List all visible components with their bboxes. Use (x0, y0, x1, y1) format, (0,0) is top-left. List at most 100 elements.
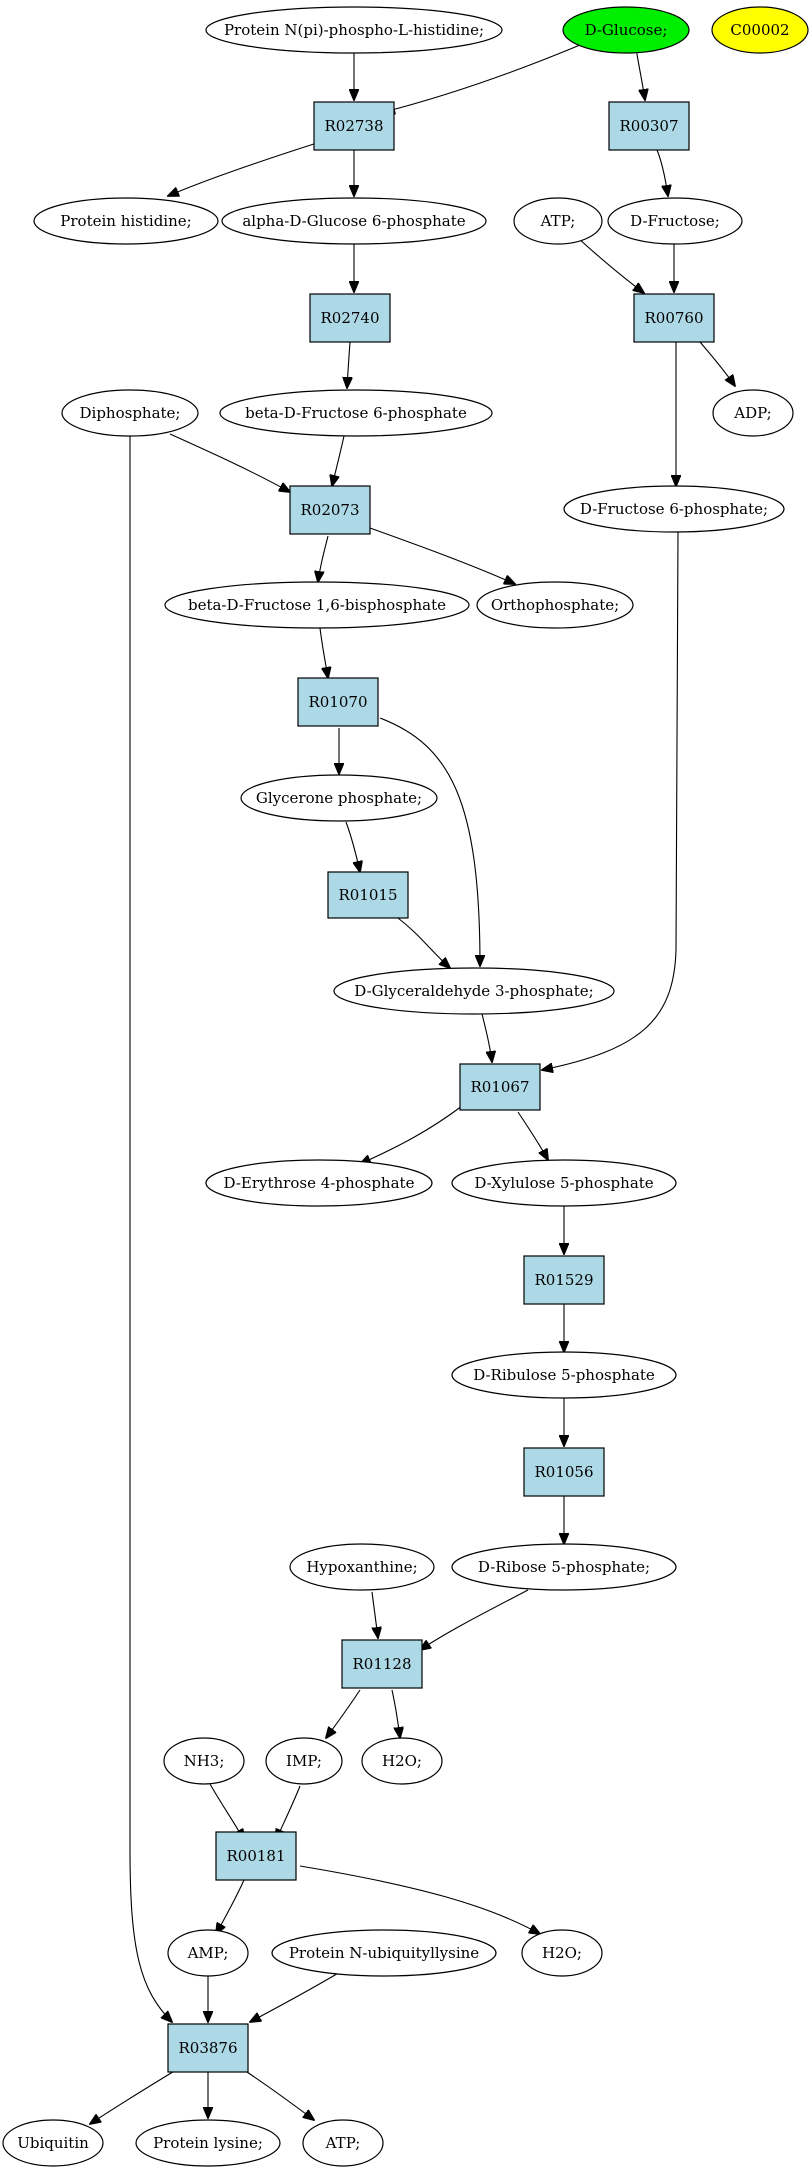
compound-node-atp-bottom[interactable]: ATP; (302, 2119, 384, 2167)
node-shape (562, 6, 690, 54)
edge-protein-n-ubiquityllysine-to-r03876 (250, 1971, 341, 2022)
edge-r01067-to-d-xylulose-5p (517, 1111, 548, 1160)
node-shape (221, 197, 487, 245)
edge-r02738-to-protein-histidine (168, 141, 321, 196)
compound-node-orthophosphate[interactable]: Orthophosphate; (476, 581, 634, 629)
node-label: alpha-D-Glucose 6-phosphate (242, 212, 465, 230)
node-layer: Protein N(pi)-phospho-L-histidine; D-Glu… (2, 6, 809, 2167)
compound-node-d-xylulose-5p[interactable]: D-Xylulose 5-phosphate (451, 1159, 677, 1207)
compound-node-protein-n-pi-phospho[interactable]: Protein N(pi)-phospho-L-histidine; (205, 6, 503, 54)
node-shape (163, 1737, 245, 1785)
reaction-node-r00181[interactable]: R00181 (215, 1831, 297, 1881)
node-label: R00760 (644, 309, 703, 327)
compound-node-d-glyceraldehyde-3p[interactable]: D-Glyceraldehyde 3-phosphate; (333, 967, 615, 1015)
compound-node-diphosphate[interactable]: Diphosphate; (61, 389, 199, 437)
edge-d-glucose-to-r00307 (635, 47, 645, 100)
compound-node-h2o-b[interactable]: H2O; (521, 1929, 603, 1977)
node-shape (451, 1351, 677, 1399)
edge-r01015-to-d-glyceraldehyde-3p (397, 917, 450, 968)
node-label: D-Fructose; (630, 212, 720, 230)
compound-node-beta-d-fructose-6p[interactable]: beta-D-Fructose 6-phosphate (219, 389, 493, 437)
node-label: D-Glucose; (585, 21, 668, 39)
compound-node-glycerone-phosphate[interactable]: Glycerone phosphate; (240, 774, 438, 822)
node-label: NH3; (184, 1752, 225, 1770)
node-label: R01070 (308, 693, 367, 711)
compound-node-d-fructose[interactable]: D-Fructose; (607, 197, 743, 245)
node-label: R01056 (534, 1463, 593, 1481)
reaction-node-r01056[interactable]: R01056 (523, 1447, 605, 1497)
edge-r03876-to-ubiquitin (90, 2069, 177, 2124)
reaction-node-r02740[interactable]: R02740 (309, 293, 391, 343)
compound-node-d-erythrose-4p[interactable]: D-Erythrose 4-phosphate (205, 1159, 433, 1207)
compound-node-ubiquitin[interactable]: Ubiquitin (2, 2119, 104, 2167)
edge-r01067-to-d-erythrose-4p (360, 1105, 463, 1164)
reaction-node-r01067[interactable]: R01067 (459, 1063, 541, 1111)
node-shape (135, 2119, 281, 2167)
node-label: Protein N(pi)-phospho-L-histidine; (224, 21, 484, 39)
node-label: Protein lysine; (153, 2134, 263, 2152)
node-shape (523, 1447, 605, 1497)
node-label: R01015 (338, 886, 397, 904)
node-shape (219, 389, 493, 437)
compound-node-d-fructose-6p[interactable]: D-Fructose 6-phosphate; (563, 485, 785, 533)
compound-node-protein-histidine[interactable]: Protein histidine; (33, 197, 219, 245)
edge-r03876-to-atp-bottom (243, 2069, 314, 2120)
node-label: R02738 (324, 117, 383, 135)
node-label: Orthophosphate; (491, 596, 619, 614)
reaction-node-r01529[interactable]: R01529 (523, 1255, 605, 1305)
node-label: H2O; (542, 1944, 582, 1962)
edge-r00760-to-adp (699, 341, 735, 386)
compound-node-c00002[interactable]: C00002 (711, 6, 809, 54)
edge-r00181-to-h2o-b (299, 1865, 540, 1934)
compound-node-imp[interactable]: IMP; (265, 1737, 343, 1785)
node-shape (608, 101, 690, 151)
node-shape (361, 1737, 443, 1785)
compound-node-d-ribose-5p[interactable]: D-Ribose 5-phosphate; (451, 1543, 677, 1591)
compound-node-d-ribulose-5p[interactable]: D-Ribulose 5-phosphate (451, 1351, 677, 1399)
reaction-node-r00760[interactable]: R00760 (633, 293, 715, 343)
edge-hypoxanthine-to-r01128 (371, 1591, 378, 1638)
node-shape (167, 1929, 249, 1977)
node-shape (523, 1255, 605, 1305)
reaction-node-r00307[interactable]: R00307 (608, 101, 690, 151)
node-label: R01128 (352, 1655, 411, 1673)
node-shape (167, 2023, 249, 2073)
reaction-node-r03876[interactable]: R03876 (167, 2023, 249, 2073)
compound-node-atp-top[interactable]: ATP; (513, 197, 603, 245)
node-shape (459, 1063, 541, 1111)
compound-node-h2o-a[interactable]: H2O; (361, 1737, 443, 1785)
node-shape (205, 6, 503, 54)
compound-node-d-glucose[interactable]: D-Glucose; (562, 6, 690, 54)
node-shape (271, 1929, 497, 1977)
compound-node-protein-n-ubiquityllysine[interactable]: Protein N-ubiquityllysine (271, 1929, 497, 1977)
node-shape (297, 677, 379, 727)
node-shape (521, 1929, 603, 1977)
edge-glycerone-phosphate-to-r01015 (345, 821, 360, 872)
node-shape (563, 485, 785, 533)
reaction-node-r01128[interactable]: R01128 (341, 1639, 423, 1689)
node-shape (327, 871, 409, 919)
node-shape (712, 389, 794, 437)
compound-node-protein-lysine[interactable]: Protein lysine; (135, 2119, 281, 2167)
reaction-node-r01015[interactable]: R01015 (327, 871, 409, 919)
node-label: D-Ribose 5-phosphate; (478, 1558, 650, 1576)
reaction-node-r02073[interactable]: R02073 (289, 485, 371, 535)
compound-node-hypoxanthine[interactable]: Hypoxanthine; (289, 1543, 435, 1591)
node-shape (265, 1737, 343, 1785)
edge-r02073-to-orthophosphate (369, 527, 515, 584)
node-label: IMP; (286, 1752, 322, 1770)
edge-d-glyceraldehyde-3p-to-r01067 (481, 1013, 492, 1062)
compound-node-amp[interactable]: AMP; (167, 1929, 249, 1977)
compound-node-alpha-d-glucose-6p[interactable]: alpha-D-Glucose 6-phosphate (221, 197, 487, 245)
compound-node-beta-d-fructose-16bp[interactable]: beta-D-Fructose 1,6-bisphosphate (164, 581, 470, 629)
reaction-node-r01070[interactable]: R01070 (297, 677, 379, 727)
node-label: R02740 (320, 309, 379, 327)
compound-node-adp[interactable]: ADP; (712, 389, 794, 437)
node-label: ATP; (325, 2134, 361, 2152)
node-shape (451, 1159, 677, 1207)
node-label: D-Glyceraldehyde 3-phosphate; (354, 982, 593, 1000)
reaction-node-r02738[interactable]: R02738 (313, 101, 395, 151)
node-shape (289, 485, 371, 535)
compound-node-nh3[interactable]: NH3; (163, 1737, 245, 1785)
